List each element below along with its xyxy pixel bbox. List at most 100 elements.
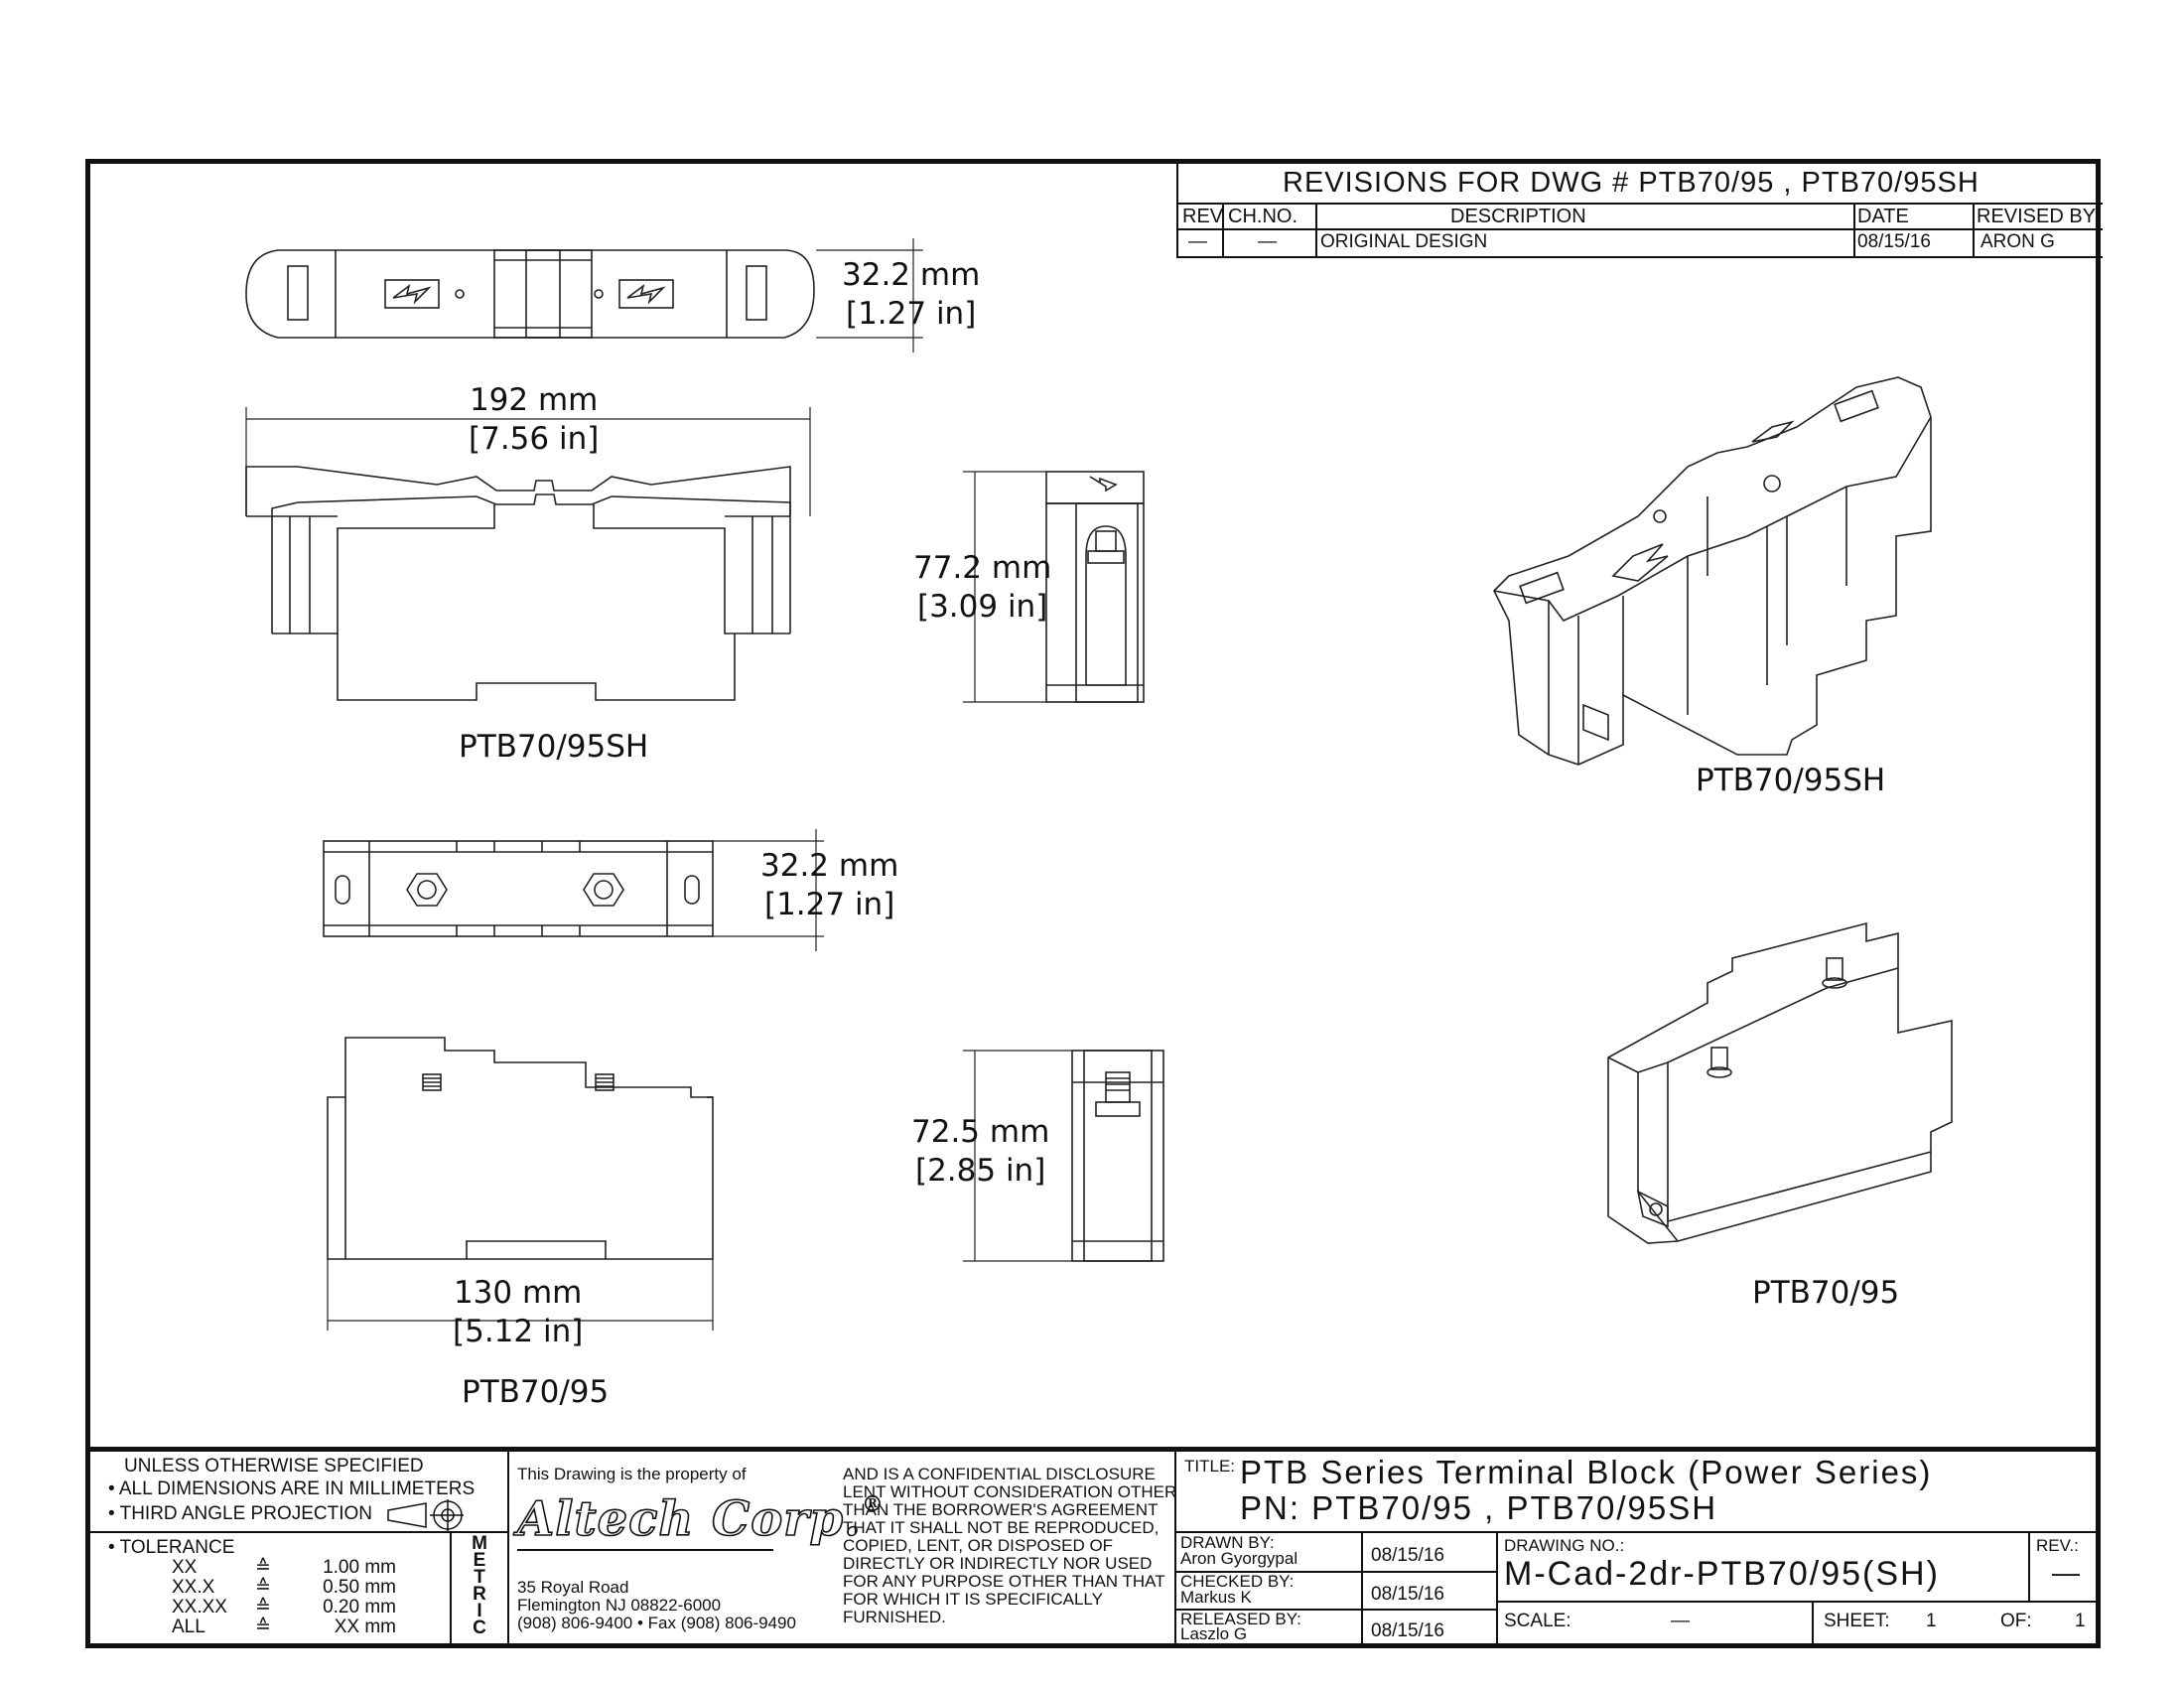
title-block: TITLE: PTB Series Terminal Block (Power … [1176, 1452, 2096, 1643]
notes-line3: • THIRD ANGLE PROJECTION [108, 1503, 373, 1524]
tol-fmt: ALL [172, 1617, 205, 1637]
drawn-name: Aron Gyorgypal [1180, 1549, 1298, 1568]
disclosure-line: THAN THE BORROWER'S AGREEMENT [843, 1500, 1159, 1519]
dim-top-std-in: [1.27 in] [763, 887, 895, 922]
tol-fmt: XX.X [172, 1577, 215, 1598]
label-front-std: PTB70/95 [462, 1374, 610, 1410]
rev-label: REV.: [2036, 1536, 2079, 1555]
description-col-header: DESCRIPTION [1450, 206, 1586, 227]
description-cell: ORIGINAL DESIGN [1320, 231, 1488, 252]
metric-letter: R [473, 1584, 486, 1605]
label-iso-std: PTB70/95 [1752, 1275, 1900, 1311]
disclosure-line: COPIED, LENT, OR DISPOSED OF [843, 1536, 1114, 1555]
tol-sym: ≙ [255, 1617, 271, 1637]
tolerance-symbols: ≙ ≙ ≙ ≙ [255, 1558, 271, 1637]
metric-letter: T [474, 1567, 485, 1588]
drawn-date: 08/15/16 [1371, 1545, 1444, 1566]
side-view-sh [1045, 471, 1145, 703]
company-address1: 35 Royal Road [517, 1578, 629, 1597]
dim-width-sh-in: [7.56 in] [469, 421, 600, 457]
tolerance-formats: XX XX.X XX.XX ALL [172, 1558, 227, 1637]
revisions-table: REVISIONS FOR DWG # PTB70/95 , PTB70/95S… [1176, 163, 2103, 258]
company-logo: Altech Corp.® [516, 1490, 885, 1548]
drawing-number: M-Cad-2dr-PTB70/95(SH) [1504, 1555, 1940, 1593]
top-view-sh [245, 249, 815, 339]
part-numbers: PN: PTB70/95 , PTB70/95SH [1240, 1489, 1718, 1526]
dim-height-std-mm: 72.5 mm [911, 1114, 1050, 1150]
metric-label: M E T R I C [460, 1534, 499, 1638]
tol-val: 0.20 mm [323, 1597, 396, 1618]
company-block: This Drawing is the property of Altech C… [509, 1452, 1176, 1643]
tolerance-title: • TOLERANCE [108, 1537, 235, 1558]
dim-width-sh-mm: 192 mm [469, 382, 599, 418]
tol-sym: ≙ [255, 1577, 271, 1598]
company-reg: ® [861, 1491, 885, 1517]
notes-line1: UNLESS OTHERWISE SPECIFIED [124, 1456, 424, 1477]
revised-by-col-header: REVISED BY [1977, 206, 2097, 227]
dim-width-sh: 192 mm [7.56 in] [469, 381, 599, 459]
checked-by: CHECKED BY: Markus K [1180, 1572, 1295, 1607]
top-view-std [323, 840, 714, 937]
confidential-disclosure: AND IS A CONFIDENTIAL DISCLOSURE LENT WI… [843, 1466, 1176, 1626]
rev-col-header: REV [1182, 206, 1224, 227]
company-name: Altech Corp. [516, 1490, 862, 1548]
notes-line2: • ALL DIMENSIONS ARE IN MILLIMETERS [108, 1478, 476, 1499]
dim-height-sh-mm: 77.2 mm [913, 550, 1052, 586]
drawn-label: DRAWN BY: [1180, 1533, 1275, 1552]
chno-cell: — [1258, 231, 1277, 252]
front-view-sh [245, 466, 791, 701]
metric-letter: I [477, 1601, 482, 1621]
date-cell: 08/15/16 [1857, 231, 1931, 252]
title-label: TITLE: [1184, 1457, 1236, 1476]
dim-width-std-in: [5.12 in] [453, 1314, 584, 1349]
scale-value: — [1671, 1611, 1690, 1631]
checked-date: 08/15/16 [1371, 1584, 1444, 1605]
disclosure-line: DIRECTLY OR INDIRECTLY NOR USED [843, 1554, 1153, 1573]
checked-name: Markus K [1180, 1588, 1252, 1607]
dim-height-sh: 77.2 mm [3.09 in] [913, 549, 1051, 627]
revisions-title: REVISIONS FOR DWG # PTB70/95 , PTB70/95S… [1283, 167, 1979, 199]
disclosure-line: FOR ANY PURPOSE OTHER THAN THAT [843, 1572, 1165, 1591]
drawing-title: PTB Series Terminal Block (Power Series) [1240, 1454, 1933, 1490]
label-front-sh: PTB70/95SH [459, 729, 649, 765]
dim-top-sh-mm: 32.2 mm [842, 257, 981, 293]
third-angle-projection-icon [387, 1499, 464, 1531]
revisions-row: — — ORIGINAL DESIGN 08/15/16 ARON G [1178, 230, 2103, 254]
front-view-std [327, 1037, 714, 1260]
signoff-block: DRAWN BY: Aron Gyorgypal 08/15/16 CHECKE… [1176, 1533, 1496, 1643]
revised-by-cell: ARON G [1980, 231, 2055, 252]
iso-view-sh [1493, 376, 1932, 766]
tol-sym: ≙ [255, 1557, 271, 1578]
disclosure-line: FURNISHED. [843, 1608, 946, 1626]
dim-top-sh-in: [1.27 in] [845, 296, 977, 332]
tolerance-values: 1.00 mm 0.50 mm 0.20 mm XX mm [317, 1558, 396, 1637]
rev-value: — [2052, 1557, 2080, 1588]
released-label: RELEASED BY: [1180, 1610, 1301, 1628]
tol-sym: ≙ [255, 1597, 271, 1618]
chno-col-header: CH.NO. [1228, 206, 1297, 227]
of-value: 1 [2075, 1611, 2086, 1631]
notes-block: UNLESS OTHERWISE SPECIFIED • ALL DIMENSI… [90, 1452, 509, 1643]
disclosure-line: THAT IT SHALL NOT BE REPRODUCED, [843, 1518, 1160, 1537]
dim-top-std-mm: 32.2 mm [760, 848, 899, 884]
iso-view-std [1607, 921, 1953, 1244]
drawing-border [85, 159, 2101, 1648]
revisions-header-row: REV CH.NO. DESCRIPTION DATE REVISED BY [1178, 205, 2103, 230]
checked-label: CHECKED BY: [1180, 1572, 1295, 1591]
metric-letter: C [473, 1618, 486, 1638]
tol-fmt: XX.XX [172, 1597, 227, 1618]
disclosure-line: LENT WITHOUT CONSIDERATION OTHER [843, 1482, 1177, 1501]
dim-width-std-mm: 130 mm [453, 1275, 583, 1311]
date-col-header: DATE [1857, 206, 1909, 227]
dim-width-std: 130 mm [5.12 in] [453, 1274, 583, 1351]
dim-height-sh-in: [3.09 in] [916, 589, 1048, 625]
tol-val: XX mm [334, 1617, 396, 1637]
company-address2: Flemington NJ 08822-6000 [517, 1596, 722, 1615]
drawn-by: DRAWN BY: Aron Gyorgypal [1180, 1533, 1298, 1568]
sheet-value: 1 [1926, 1611, 1937, 1631]
side-view-std [1071, 1050, 1164, 1262]
sheet-label: SHEET: [1824, 1611, 1890, 1631]
rev-cell: — [1188, 231, 1207, 252]
label-iso-sh: PTB70/95SH [1696, 763, 1886, 798]
